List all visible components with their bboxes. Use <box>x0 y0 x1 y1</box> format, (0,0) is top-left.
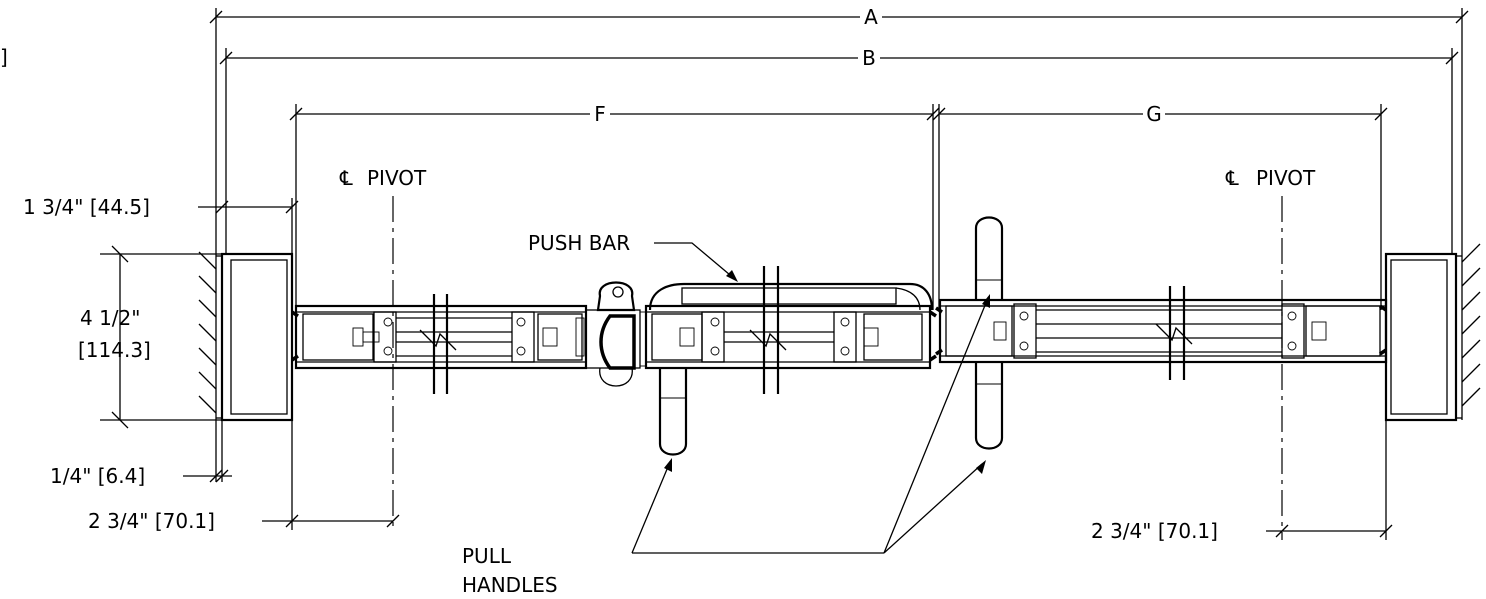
pull-handle-right <box>974 216 1004 450</box>
door-leaf-center <box>644 266 937 394</box>
dimension-pivot-left-label: 2 3/4" [70.1] <box>88 509 215 533</box>
pivot-right-label: PIVOT <box>1256 166 1316 190</box>
dimension-a-label: A <box>864 5 878 29</box>
dimension-b: B <box>219 46 1459 255</box>
pull-handle-left <box>658 368 688 456</box>
frame-jamb-left <box>216 252 294 422</box>
door-leaf-left <box>291 294 588 394</box>
meeting-stile <box>585 281 647 387</box>
dimension-f: F <box>289 102 940 310</box>
dimension-pivot-right-label: 2 3/4" [70.1] <box>1091 519 1218 543</box>
dimension-gap: 1/4" [6.4] <box>50 420 232 488</box>
dimension-g-label: G <box>1146 102 1162 126</box>
wall-left <box>198 250 217 420</box>
pivot-centerline-left: ℄ PIVOT <box>339 166 427 530</box>
frame-jamb-right <box>1384 252 1462 422</box>
dimension-g: G <box>932 102 1388 310</box>
svg-text:℄: ℄ <box>1225 166 1239 190</box>
dimension-f-label: F <box>594 102 606 126</box>
edge-fragment: ] <box>0 45 8 69</box>
push-bar <box>648 282 934 311</box>
dimension-pivot-right: 2 3/4" [70.1] <box>1091 420 1393 543</box>
dimension-a: A <box>209 5 1469 250</box>
pivot-left-label: PIVOT <box>367 166 427 190</box>
dimension-pivot-left: 2 3/4" [70.1] <box>88 420 400 533</box>
dimension-gap-label: 1/4" [6.4] <box>50 464 145 488</box>
dimension-frame-width-label: 1 3/4" [44.5] <box>23 195 150 219</box>
wall-right <box>1461 243 1481 420</box>
handles-label: HANDLES <box>462 573 558 597</box>
dimension-height-label: 4 1/2" <box>80 306 140 330</box>
pull-label: PULL <box>462 544 512 568</box>
callout-push-bar: PUSH BAR <box>528 231 738 282</box>
svg-text:℄: ℄ <box>339 166 353 190</box>
dimension-height-mm-label: [114.3] <box>78 338 151 362</box>
push-bar-label: PUSH BAR <box>528 231 630 255</box>
door-leaf-right <box>935 286 1388 380</box>
dimension-b-label: B <box>862 46 876 70</box>
pivot-centerline-right: ℄ PIVOT <box>1225 166 1316 540</box>
callout-pull-handles: PULL HANDLES <box>462 294 990 597</box>
dimension-height: 4 1/2" [114.3] <box>78 245 222 429</box>
dimension-frame-width: 1 3/4" [44.5] <box>23 195 299 256</box>
